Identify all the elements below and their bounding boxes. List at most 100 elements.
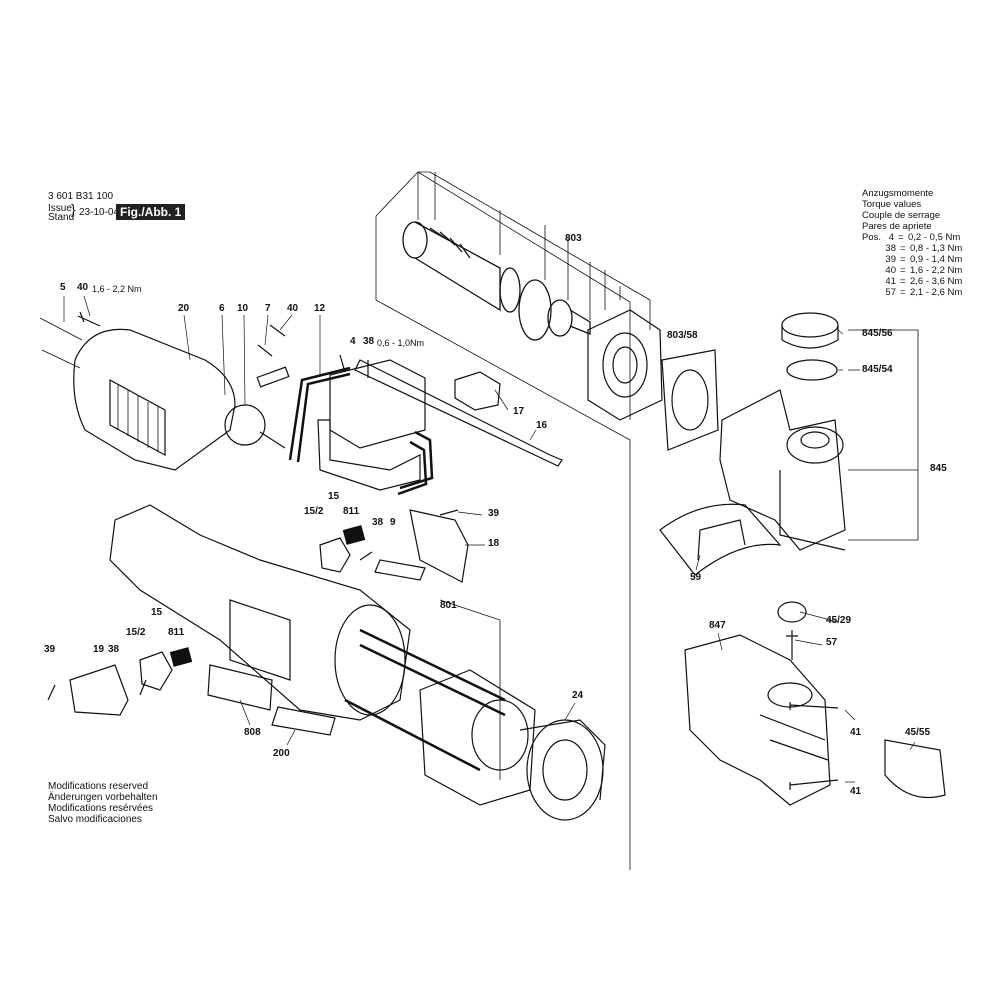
part-15: 15 [328,491,340,502]
stand-label: Stand [48,212,75,223]
part-845-54: 845/54 [862,364,893,375]
part-45-29: 45/29 [826,615,852,626]
part-9: 9 [390,517,396,528]
part-39: 39 [488,508,500,519]
screw-41a [789,702,839,710]
torque-row: 57=2,1 - 2,6 Nm [862,287,962,298]
part-803: 803 [565,233,582,244]
brush-811b [169,647,193,667]
torque-38: 0,6 - 1,0Nm [377,338,425,348]
part-18: 18 [488,538,500,549]
torque-40: 1,6 - 2,2 Nm [92,284,142,294]
part-801: 801 [440,600,457,611]
screw-57 [786,630,798,660]
footer-line-en: Änderungen vorbehalten [48,792,158,803]
brace: } [71,201,76,217]
plate-59 [659,503,782,576]
equals: = [900,276,906,287]
part-4: 4 [350,336,356,347]
bracket-803-lines [417,172,621,320]
main-housing [109,504,411,721]
torque-value: 0,8 - 1,3 Nm [910,243,963,254]
button-17 [454,371,501,411]
doc-number: 3 601 B31 100 [48,191,114,202]
part-200: 200 [273,748,290,759]
torque-value: 0,9 - 1,4 Nm [910,254,963,265]
torque-pos-label: Pos. [862,232,882,243]
torque-pos: 57 [885,287,896,298]
part-803-58: 803/58 [667,330,698,341]
part-16: 16 [536,420,548,431]
armature [402,221,591,341]
label-200 [271,706,336,736]
guard-45-55 [884,739,946,799]
part-7: 7 [265,303,271,314]
part-57: 57 [826,637,838,648]
gasket-803-58 [661,349,719,451]
part-40: 40 [77,282,89,293]
brush-holder-15a [319,537,351,573]
bracket-845 [848,329,919,541]
equals: = [900,254,906,265]
equals: = [900,265,906,276]
part-39b: 39 [44,644,56,655]
part-6: 6 [219,303,225,314]
fan-24 [519,719,606,821]
torque-value: 0,2 - 0,5 Nm [908,232,961,243]
screw-40 [77,311,101,327]
switch-module [317,359,426,491]
part-808: 808 [244,727,261,738]
torque-value: 1,6 - 2,2 Nm [910,265,963,276]
part-20: 20 [178,303,190,314]
part-40b: 40 [287,303,299,314]
bearing-housing-803 [587,309,663,421]
wiring-12 [288,366,351,463]
leader-lines [63,295,916,783]
label-808 [207,664,273,711]
screw-41b [789,779,839,790]
part-15b: 15 [151,607,163,618]
part-845: 845 [930,463,947,474]
brush-holder-15b [139,651,173,691]
part-17: 17 [513,406,525,417]
front-housing-847 [684,634,831,806]
part-15-2: 15/2 [304,506,324,517]
part-811: 811 [343,506,360,517]
part-45-55: 45/55 [905,727,931,738]
torque-pos: 38 [885,243,896,254]
part-10: 10 [237,303,249,314]
torque-row: 40=1,6 - 2,2 Nm [862,265,962,276]
part-5: 5 [60,282,66,293]
armature-group-frame [375,171,631,870]
figure-label: Fig./Abb. 1 [116,204,186,220]
cap-845-56 [781,312,839,349]
part-12: 12 [314,303,326,314]
equals: = [900,287,906,298]
screw-38c [139,679,147,696]
torque-row: 38=0,8 - 1,3 Nm [862,243,962,254]
torque-title-fr: Couple de serrage [862,210,941,221]
issue-date: 23-10-04 [79,207,120,218]
part-59: 59 [690,572,702,583]
screw-7 [257,344,273,357]
part-811b: 811 [168,627,185,638]
part-41b: 41 [850,786,862,797]
ring-845-54 [786,359,838,381]
torque-row: 41 = 2,6 - 3,6 Nm [862,276,962,287]
torque-value: 2,6 - 3,6 Nm [910,276,963,287]
torque-pos: 39 [885,254,896,265]
screw-4 [339,354,346,373]
cover-18 [409,509,469,583]
footer-line-de: Modifications reserved [48,781,149,792]
torque-title-de: Anzugsmomente [862,188,934,199]
part-19: 19 [93,644,105,655]
footer-line-fr: Modifications resérvées [48,803,154,814]
button-45-29 [777,601,807,623]
torque-pos: 41 [885,276,896,287]
torque-pos: 4 [888,232,894,243]
part-15-2b: 15/2 [126,627,146,638]
issue-label: Issue [48,203,72,214]
part-845-56: 845/56 [862,328,893,339]
slider-rod-16 [354,359,563,467]
